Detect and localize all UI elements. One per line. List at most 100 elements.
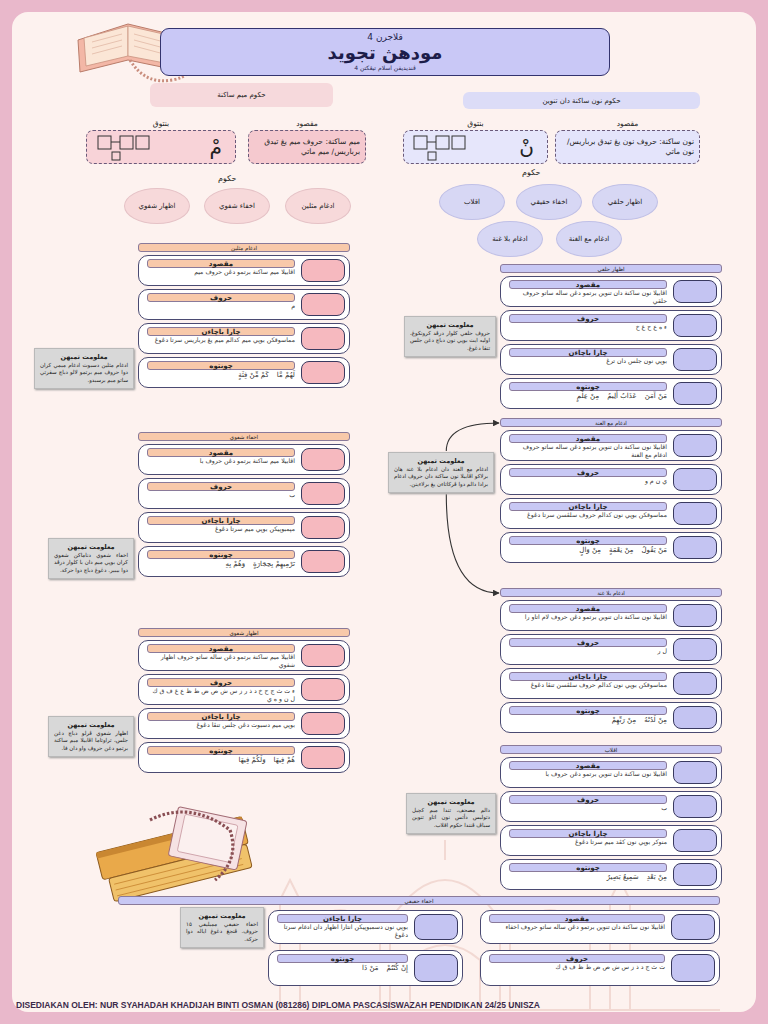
node-heading: حكوم ميم ساكنة xyxy=(217,91,265,99)
node-heading: چارا باچاءن xyxy=(147,516,295,525)
node-heading: حروف xyxy=(509,795,667,804)
node-heading: معلومت تمبهن xyxy=(54,721,128,730)
example-text: مَنْ يَقُولُ xyxy=(642,545,668,555)
node-heading: بنتوق xyxy=(403,118,548,130)
definition-box: مقصودنون ساكنة: حروف نون يڠ تيدق برباريس… xyxy=(555,118,700,164)
color-swatch-block xyxy=(301,448,345,471)
node-heading: حروف xyxy=(509,638,667,647)
example-list: لَهُمْ مَّاكَمْ مِّنْ فِئَةٍ xyxy=(147,370,295,380)
node-heading: مقصود xyxy=(509,280,667,289)
example-list: تَرْمِيهِمْ بِحِجَارَةٍوَهُمْ بِهِ xyxy=(147,559,295,569)
node-text: نْ xyxy=(519,137,534,157)
node-text: ڤنديديقن اسلام تيڠكتن 4 xyxy=(161,64,609,71)
node-text: اڤابيلا نون ساكنة دان تنوين برتمو دڠن سا… xyxy=(509,443,667,459)
color-swatch-block xyxy=(673,280,717,303)
node-heading: چونتوه xyxy=(509,706,667,715)
info-row: مقصوداڤابيلا ميم ساكنة برتمو دڠن حروف مي… xyxy=(138,255,350,286)
node-text: ب xyxy=(147,491,295,499)
rule-circle: ادغام بلا غنة xyxy=(477,221,543,257)
node-heading: حكوم نون ساكنة دان تنوين xyxy=(542,97,620,105)
example-text: وَهُمْ بِهِ xyxy=(225,559,245,569)
node-heading: اقلاب xyxy=(500,745,722,754)
color-swatch-block xyxy=(671,914,715,940)
node-text: اخفاء حقيقي مميليقي ١٥ حروف. ڤنجڠ دڠوڠ ا… xyxy=(186,921,258,943)
node-heading: مقصود xyxy=(509,604,667,613)
category-pill: حكوم نون ساكنة دان تنوين xyxy=(463,92,700,109)
info-row: حروفل ر xyxy=(500,634,722,665)
rule-circle: ادغام مع الغنة xyxy=(556,221,622,257)
color-swatch-block xyxy=(301,327,345,350)
node-heading: چارا باچاءن xyxy=(509,672,667,681)
rule-circle: ادغام مثلين xyxy=(285,188,351,224)
example-text: لَهُمْ مَّا xyxy=(277,370,295,380)
node-text: مماسوقكن بوڽي نون كدالم حروف سلڤسڽ سرتا … xyxy=(509,511,667,519)
node-heading: حروف xyxy=(147,293,295,302)
section-label: حكوم xyxy=(522,168,540,177)
node-heading: مقصود xyxy=(147,644,295,653)
node-heading: چارا باچاءن xyxy=(509,829,667,838)
info-note: معلومت تمبهندالم مصحف، تندا ميم كچيل دتو… xyxy=(406,793,496,834)
color-swatch-block xyxy=(301,361,345,384)
node-text: ء ه ع ح غ خ xyxy=(509,323,667,331)
mosque-watermark xyxy=(230,840,720,1010)
node-text: منوكر بوڽي نون كڤد ميم سرتا دڠوڠ xyxy=(509,838,667,846)
node-heading: مقصود xyxy=(147,259,295,268)
credit-footer: DISEDIAKAN OLEH: NUR SYAHADAH KHADIJAH B… xyxy=(16,1000,540,1010)
node-heading: ادغام مع الغنة xyxy=(500,418,722,427)
example-text: إِنْ كُنْتُمْ xyxy=(386,963,408,973)
node-heading: چونتوه xyxy=(147,550,295,559)
color-swatch-block xyxy=(673,604,717,627)
color-swatch-block xyxy=(673,348,717,371)
node-text: اظهار شفوي ڤرلو دباچ دڠن جلس، تراوتاما ا… xyxy=(54,730,128,752)
curved-arrow xyxy=(446,494,499,593)
info-row: چارا باچاءنمماسوقكن بوڽي ميم كدالم ميم ي… xyxy=(138,323,350,354)
example-text: عَذَابٌ أَلِيمٌ xyxy=(607,391,636,401)
node-text: اڤابيلا نون ساكنة دان تنوين برتمو دڠن حر… xyxy=(509,770,667,778)
node-text: بوڽي نون دسمبوڽيكن انتارا اظهار دان ادغا… xyxy=(277,923,408,939)
node-heading: بنتوق xyxy=(86,118,236,130)
info-row: چارا باچاءنبوڽي نون جلس دان ترڠ xyxy=(500,344,722,375)
node-heading: مقصود xyxy=(489,914,665,923)
node-heading: چونتوه xyxy=(509,382,667,391)
letter-shape-box: بنتوق نْ xyxy=(403,118,548,164)
rule-circle: اخفاء شفوي xyxy=(204,188,270,224)
node-heading: چارا باچاءن xyxy=(509,502,667,511)
node-text: مڽمبوڽيكن بوڽي ميم سرتا دڠوڠ xyxy=(147,525,295,533)
info-note: معلومت تمبهنادغام مثلين دسبوت ادغام ميمي… xyxy=(34,348,134,389)
letter-shape-box: بنتوقمْ xyxy=(86,118,236,164)
node-text: ادغام مثلين دسبوت ادغام ميمي كران دوا حر… xyxy=(40,362,128,384)
node-heading: چارا باچاءن xyxy=(147,327,295,336)
node-text: دالم مصحف، تندا ميم كچيل دتوليس دأتس نون… xyxy=(412,807,490,829)
info-row: چارا باچاءنبوڽي نون دسمبوڽيكن انتارا اظه… xyxy=(268,910,463,944)
example-list: إِنْ كُنْتُمْمَنْ ذَا xyxy=(277,963,408,973)
info-row: مقصوداڤابيلا نون ساكنة دان تنوين برتمو د… xyxy=(500,757,722,788)
rule-circle: اقلاب xyxy=(439,184,505,220)
node-heading: ادغام بلا غنة xyxy=(492,235,527,243)
example-list: مِنْ لَدُنْهُمِنْ رَبِّهِمْ xyxy=(509,715,667,725)
node-heading: مقصود xyxy=(147,448,295,457)
node-text: مماسوقكن بوڽي نون كدالم حروف سلڤسڽ تنڤا … xyxy=(509,681,667,689)
box-outline: نون ساكنة: حروف نون يڠ تيدق برباريس/ نون… xyxy=(555,130,700,164)
node-text: اڤابيلا نون ساكنة دان تنوين برتمو دڠن حر… xyxy=(509,613,667,621)
rule-section: اظهار شفويمقصوداڤابيلا ميم ساكنة برتمو د… xyxy=(138,628,350,773)
color-swatch-block xyxy=(301,516,345,539)
color-swatch-block xyxy=(301,678,345,701)
info-row: چارا باچاءنمماسوقكن بوڽي نون كدالم حروف … xyxy=(500,668,722,699)
node-text: ب xyxy=(509,804,667,812)
node-heading: ادغام مثلين xyxy=(138,243,350,252)
color-swatch-block xyxy=(673,761,717,784)
color-swatch-block xyxy=(673,382,717,405)
info-row: مقصوداڤابيلا نون ساكنة دان تنوين برتمو د… xyxy=(500,276,722,307)
info-row: حروفب xyxy=(500,791,722,822)
books-illustration xyxy=(96,807,254,904)
color-swatch-block xyxy=(673,829,717,852)
node-text: اخفاء شفوي دناماكن شفوي كران بوڽي ميم دا… xyxy=(54,552,128,574)
info-note: معلومت تمبهنحروف حلقي كلوار درڤد كرونكوڠ… xyxy=(404,316,496,357)
curved-arrow xyxy=(446,423,499,451)
color-swatch-block xyxy=(673,863,717,886)
node-heading: چارا باچاءن xyxy=(147,712,295,721)
node-heading: مقصود xyxy=(509,761,667,770)
info-row: مقصوداڤابيلا نون ساكنة دان تنوين برتمو د… xyxy=(500,430,722,461)
node-text: اڤابيلا ميم ساكنة برتمو دڠن حروف ميم xyxy=(147,268,295,276)
